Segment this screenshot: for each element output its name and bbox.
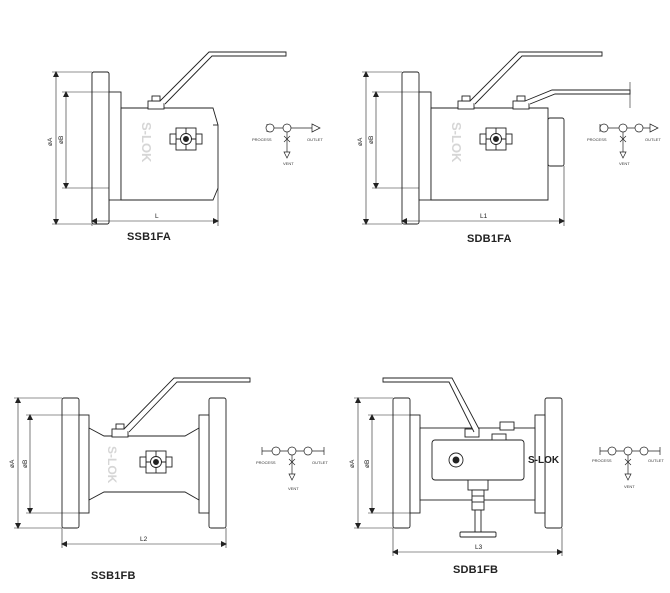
drawing-ssb1fb [14, 377, 251, 548]
lever-handle [123, 377, 251, 433]
label-vent: VENT [619, 161, 630, 166]
lever-handle-2 [524, 89, 631, 105]
flow-schematic-sdb1fb [599, 446, 661, 481]
dim-length-label: L [155, 213, 159, 220]
dim-outer-label: øA [9, 459, 16, 468]
model-caption-ssb1fa: SSB1FA [127, 231, 171, 243]
label-vent: VENT [283, 161, 294, 166]
label-vent: VENT [288, 486, 299, 491]
model-caption-ssb1fb: SSB1FB [91, 570, 136, 582]
flow-schematic-ssb1fa [265, 123, 321, 159]
drawing-ssb1fa [52, 51, 287, 226]
lever-handle [159, 51, 287, 105]
drawing-sdb1fa [362, 51, 631, 226]
lever-handle [382, 377, 480, 433]
flow-schematic-ssb1fb [261, 446, 325, 481]
valve-body [120, 107, 219, 201]
label-vent: VENT [624, 484, 635, 489]
label-outlet: OUTLET [307, 137, 323, 142]
label-process: PROCESS [592, 458, 612, 463]
dim-inner-label: øB [364, 460, 371, 468]
model-caption-sdb1fb: SDB1FB [453, 564, 499, 576]
dim-length-label: L2 [140, 536, 148, 543]
brand-logo: S-LOK [139, 122, 154, 163]
model-caption-sdb1fa: SDB1FA [467, 233, 512, 245]
dim-outer-label: øA [349, 459, 356, 468]
dim-outer-label: øA [47, 137, 54, 146]
label-outlet: OUTLET [648, 458, 664, 463]
dim-length-label: L1 [480, 213, 488, 220]
dim-inner-label: øB [58, 136, 65, 144]
label-outlet: OUTLET [312, 460, 328, 465]
brand-logo: S-LOK [528, 455, 560, 466]
label-outlet: OUTLET [645, 137, 661, 142]
label-process: PROCESS [587, 137, 607, 142]
drawing-sdb1fb [354, 377, 563, 556]
stem-nut [147, 100, 165, 110]
brand-logo: S-LOK [105, 446, 119, 484]
dim-length-label: L3 [475, 544, 483, 551]
label-process: PROCESS [252, 137, 272, 142]
outlet-hex [547, 117, 565, 167]
dim-outer-label: øA [357, 137, 364, 146]
flow-schematic-sdb1fa [599, 123, 659, 159]
brand-logo: S-LOK [449, 122, 464, 163]
dim-inner-label: øB [368, 136, 375, 144]
lever-handle-1 [469, 51, 603, 105]
manifold-block [431, 439, 525, 481]
dim-inner-label: øB [22, 460, 29, 468]
label-process: PROCESS [256, 460, 276, 465]
